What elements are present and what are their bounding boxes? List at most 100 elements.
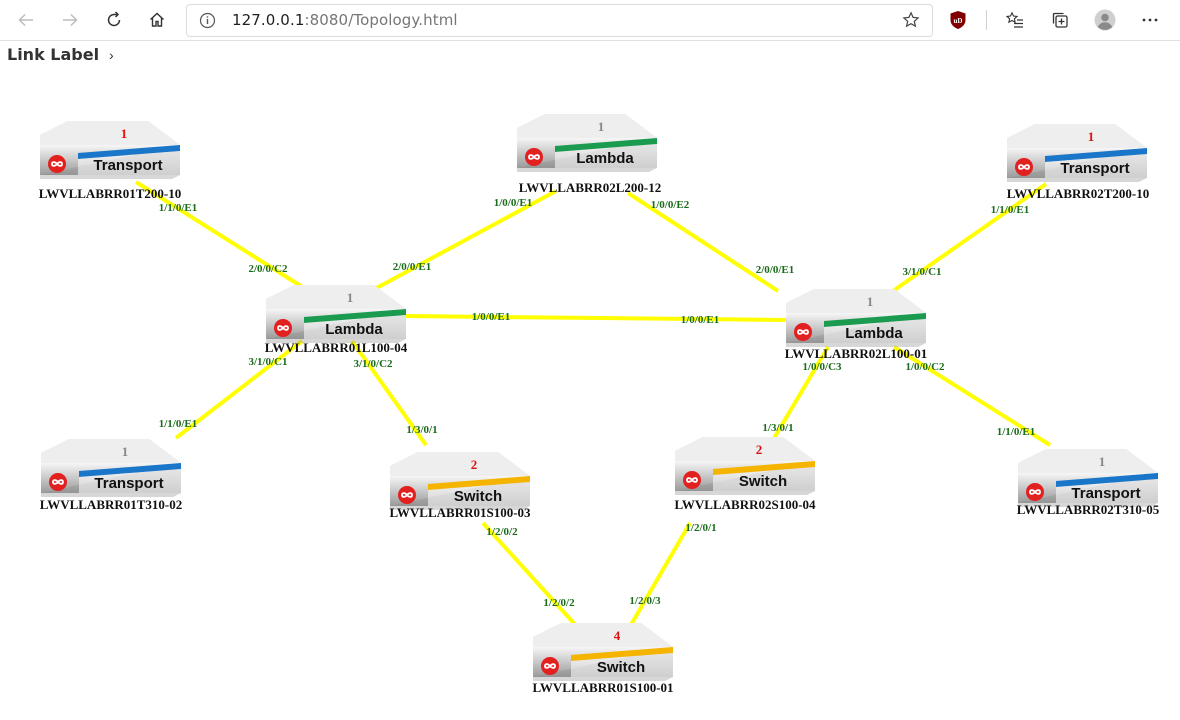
collections-icon[interactable] xyxy=(1042,0,1078,40)
ublock-origin-icon[interactable]: uD xyxy=(940,0,976,40)
alarm-count-badge: 2 xyxy=(471,457,478,472)
device-name: LWVLLABRR01S100-01 xyxy=(532,680,673,695)
device-name: LWVLLABRR02T200-10 xyxy=(1007,186,1150,201)
back-arrow-icon[interactable] xyxy=(8,0,44,40)
favorites-list-icon[interactable] xyxy=(997,0,1033,40)
link-l12-l04[interactable] xyxy=(370,189,557,293)
link-l04-s03[interactable] xyxy=(350,339,428,447)
device-type-label: Switch xyxy=(597,659,645,676)
port-label: 1/1/0/E1 xyxy=(997,426,1036,438)
port-label: 1/1/0/E1 xyxy=(159,202,198,214)
reload-icon[interactable] xyxy=(96,0,132,40)
device-name: LWVLLABRR01T310-02 xyxy=(40,497,183,512)
device-name: LWVLLABRR02S100-04 xyxy=(674,497,816,512)
link-l01-s04[interactable] xyxy=(768,345,830,447)
device-s01[interactable]: Switch 4 xyxy=(533,623,673,681)
alarm-count-badge: 1 xyxy=(347,290,354,305)
url-host: 127.0.0.1 xyxy=(232,11,305,29)
port-label: 2/0/0/E1 xyxy=(393,261,432,273)
device-type-label: Switch xyxy=(454,488,502,505)
port-label: 1/3/0/1 xyxy=(762,422,793,434)
port-label: 1/2/0/3 xyxy=(629,595,661,607)
forward-arrow-icon[interactable] xyxy=(52,0,88,40)
port-label: 1/0/0/E2 xyxy=(651,199,690,211)
device-type-label: Lambda xyxy=(325,321,383,338)
link-l04-l01[interactable] xyxy=(404,314,793,322)
device-l12[interactable]: Lambda 1 xyxy=(517,114,657,172)
device-t01[interactable]: Transport 1 xyxy=(40,121,180,179)
info-icon[interactable] xyxy=(199,12,216,34)
infinity-logo-icon xyxy=(48,155,66,173)
infinity-logo-icon xyxy=(49,473,67,491)
infinity-logo-icon xyxy=(1026,483,1044,501)
home-icon[interactable] xyxy=(139,0,175,40)
port-label: 1/2/0/2 xyxy=(486,526,518,538)
url-path: :8080/Topology.html xyxy=(304,11,458,29)
infinity-logo-icon xyxy=(541,657,559,675)
port-label: 1/2/0/1 xyxy=(685,522,716,534)
port-label: 1/1/0/E1 xyxy=(159,418,198,430)
device-type-label: Transport xyxy=(93,157,162,174)
link-t01-l04[interactable] xyxy=(134,180,306,290)
profile-avatar-icon[interactable] xyxy=(1087,0,1123,40)
alarm-count-badge: 1 xyxy=(121,126,128,141)
device-name: LWVLLABRR01L100-04 xyxy=(265,340,408,355)
link-label-menu[interactable]: Link Label xyxy=(7,45,100,64)
alarm-count-badge: 1 xyxy=(598,119,605,134)
alarm-count-badge: 2 xyxy=(756,442,763,457)
device-l01[interactable]: Lambda 1 xyxy=(786,289,926,347)
toolbar-divider xyxy=(986,10,987,30)
device-name: LWVLLABRR02L200-12 xyxy=(519,180,662,195)
infinity-logo-icon xyxy=(1015,158,1033,176)
link-s03-s01[interactable] xyxy=(481,521,582,632)
link-l01-t05[interactable] xyxy=(892,345,1052,447)
device-type-label: Lambda xyxy=(576,150,634,167)
alarm-count-badge: 1 xyxy=(122,444,129,459)
device-s03[interactable]: Switch 2 xyxy=(390,452,530,510)
node-layer: Transport1Lambda1Transport1Lambda1Lambda… xyxy=(40,114,1158,681)
port-label: 2/0/0/C2 xyxy=(248,263,288,275)
port-label: 1/0/0/C2 xyxy=(905,361,945,373)
browser-toolbar: 127.0.0.1:8080/Topology.html uD xyxy=(0,0,1180,41)
favorite-star-icon[interactable] xyxy=(902,11,920,34)
device-t31[interactable]: Transport 1 xyxy=(41,439,181,497)
port-label: 1/2/0/2 xyxy=(543,597,575,609)
infinity-logo-icon xyxy=(274,319,292,337)
device-type-label: Lambda xyxy=(845,325,903,342)
device-name: LWVLLABRR01S100-03 xyxy=(389,505,531,520)
link-l12-l01[interactable] xyxy=(626,191,780,293)
port-label: 2/0/0/E1 xyxy=(756,264,795,276)
address-bar[interactable]: 127.0.0.1:8080/Topology.html xyxy=(186,4,933,37)
device-type-label: Transport xyxy=(94,475,163,492)
device-l04[interactable]: Lambda 1 xyxy=(266,285,406,343)
device-name: LWVLLABRR01T200-10 xyxy=(39,186,182,201)
alarm-count-badge: 1 xyxy=(1088,129,1095,144)
port-label: 1/0/0/E1 xyxy=(681,314,720,326)
infinity-logo-icon xyxy=(683,471,701,489)
link-t02-l01[interactable] xyxy=(891,182,1048,293)
link-label-expand-arrow[interactable]: › xyxy=(109,47,114,63)
infinity-logo-icon xyxy=(525,148,543,166)
link-l04-t31[interactable] xyxy=(174,339,304,440)
link-layer xyxy=(134,180,1052,632)
device-name: LWVLLABRR02L100-01 xyxy=(785,346,928,361)
alarm-count-badge: 1 xyxy=(867,294,874,309)
port-label: 3/1/0/C2 xyxy=(353,358,393,370)
port-label: 1/0/0/E1 xyxy=(494,197,533,209)
url-text[interactable]: 127.0.0.1:8080/Topology.html xyxy=(232,11,458,29)
port-label: 1/3/0/1 xyxy=(406,424,437,436)
svg-text:uD: uD xyxy=(954,17,963,25)
label-layer: 1/1/0/E1 2/0/0/C2 1/0/0/E1 2/0/0/E1 1/0/0/E2… xyxy=(39,180,1160,695)
more-menu-icon[interactable] xyxy=(1132,0,1168,40)
alarm-count-badge: 4 xyxy=(614,628,621,643)
topology-graph: Transport1Lambda1Transport1Lambda1Lambda… xyxy=(39,114,1160,695)
link-s04-s01[interactable] xyxy=(626,521,692,632)
port-label: 3/1/0/C1 xyxy=(248,356,287,368)
infinity-logo-icon xyxy=(794,323,812,341)
device-name: LWVLLABRR02T310-05 xyxy=(1017,502,1160,517)
port-label: 1/1/0/E1 xyxy=(991,204,1030,216)
